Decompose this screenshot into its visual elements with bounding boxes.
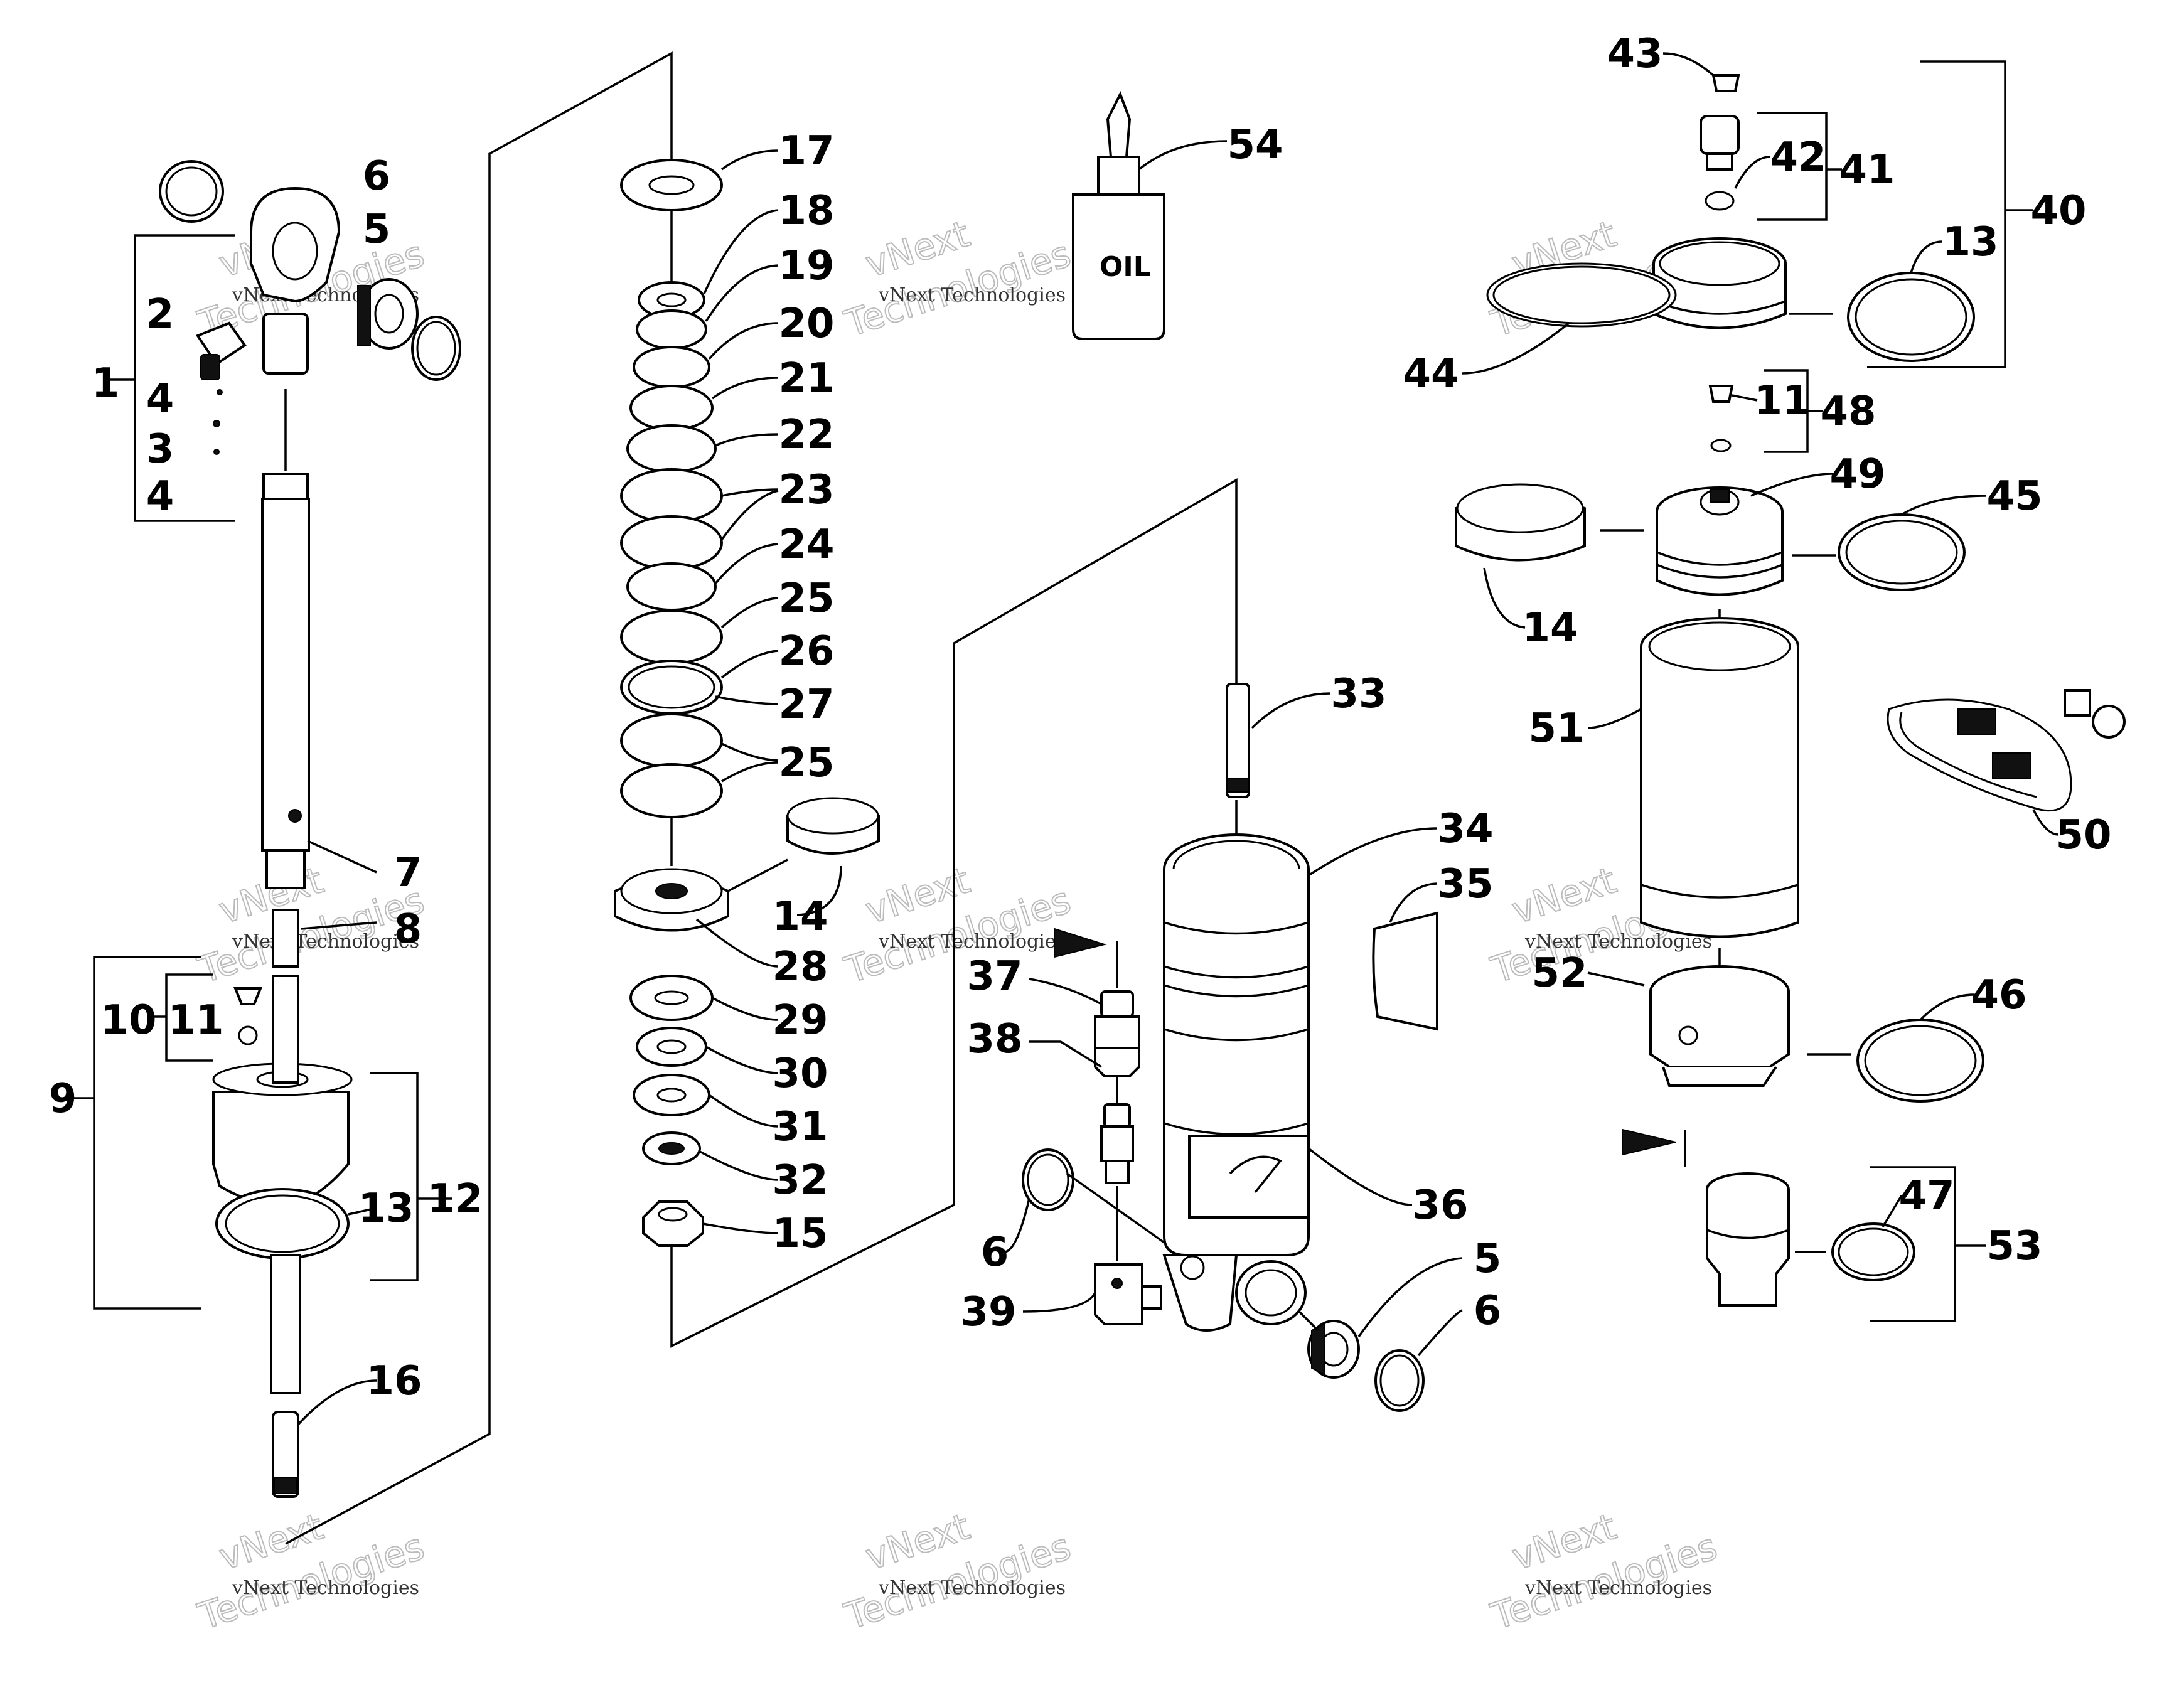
watermark-line1: vNext Technologies (1524, 1577, 1712, 1599)
part-callout-21: 21 (778, 355, 834, 402)
oil-bottle-icon (1106, 91, 1132, 158)
bump-stop-icon (1372, 911, 1438, 1031)
part-callout-46: 46 (1971, 972, 2026, 1019)
part-callout-28: 28 (772, 944, 828, 990)
part-callout-13: 13 (358, 1185, 414, 1232)
compression-valve-icon (1706, 1189, 1790, 1307)
part-callout-22: 22 (778, 412, 834, 458)
valve-icon (1100, 990, 1134, 1018)
part-callout-12: 12 (427, 1176, 483, 1222)
part-callout-30: 30 (772, 1051, 828, 1097)
part-callout-13: 13 (1942, 219, 1998, 265)
part-callout-26: 26 (778, 628, 834, 675)
part-callout-53: 53 (1986, 1223, 2042, 1270)
watermark-line1: vNext Technologies (232, 1577, 419, 1599)
oil-bottle: OIL (1072, 91, 1228, 340)
part-callout-37: 37 (966, 953, 1022, 1000)
valve-core-icon (1700, 115, 1740, 155)
part-callout-38: 38 (966, 1016, 1022, 1062)
part-callout-45: 45 (1986, 473, 2042, 520)
part-callout-20: 20 (778, 301, 834, 347)
part-callout-35: 35 (1437, 861, 1493, 907)
nut-icon (642, 1200, 704, 1247)
part-callout-6: 6 (363, 153, 391, 200)
part-callout-6: 6 (1474, 1288, 1502, 1334)
part-callout-34: 34 (1437, 806, 1493, 852)
part-callout-43: 43 (1607, 31, 1662, 77)
part-callout-4: 4 (146, 473, 174, 520)
part-callout-6: 6 (981, 1229, 1009, 1276)
pin-icon (272, 1411, 299, 1498)
watermark-line1: vNext Technologies (232, 931, 419, 953)
part-callout-11: 11 (1754, 378, 1810, 424)
part-callout-49: 49 (1829, 451, 1885, 498)
decal-icon (1188, 1135, 1310, 1219)
part-callout-39: 39 (960, 1289, 1016, 1335)
part-callout-32: 32 (772, 1157, 828, 1204)
part-callout-8: 8 (394, 906, 422, 953)
part-callout-7: 7 (394, 850, 422, 896)
fitting-icon (1094, 1263, 1143, 1325)
part-callout-14: 14 (772, 894, 828, 940)
part-callout-40: 40 (2030, 188, 2086, 234)
part-callout-51: 51 (1528, 705, 1584, 752)
part-callout-50: 50 (2055, 812, 2111, 858)
part-callout-42: 42 (1770, 134, 1826, 181)
part-callout-29: 29 (772, 997, 828, 1044)
piston-body-icon (212, 1091, 350, 1207)
part-callout-25: 25 (778, 740, 834, 786)
watermark-line1: vNext Technologies (878, 284, 1066, 306)
part-callout-27: 27 (778, 682, 834, 728)
part-callout-17: 17 (778, 128, 834, 174)
part-callout-24: 24 (778, 521, 834, 568)
part-callout-15: 15 (772, 1211, 828, 1257)
part-callout-14: 14 (1522, 605, 1578, 651)
hose-clamp-icon (1887, 698, 2072, 812)
assembly-connector-lines (285, 51, 1238, 1545)
reservoir-tube-icon (1640, 646, 1799, 938)
part-callout-18: 18 (778, 188, 834, 234)
part-callout-5: 5 (1474, 1236, 1502, 1282)
part-callout-44: 44 (1403, 351, 1459, 397)
reservoir-assembly (1455, 52, 2126, 1322)
piston-shaft-icon (261, 498, 310, 852)
part-callout-19: 19 (778, 243, 834, 289)
part-callout-9: 9 (49, 1076, 77, 1122)
oil-label: OIL (1100, 251, 1151, 283)
shaft-thread-icon (262, 473, 309, 500)
part-callout-31: 31 (772, 1104, 828, 1150)
part-callout-25: 25 (778, 575, 834, 622)
part-callout-10: 10 (100, 997, 156, 1044)
shaft-assembly (63, 160, 461, 1498)
part-callout-4: 4 (146, 376, 174, 422)
watermark-line1: vNext Technologies (878, 1577, 1066, 1599)
part-callout-5: 5 (363, 206, 391, 253)
shim-stack (614, 149, 880, 1247)
shock-body-assembly (1004, 683, 1463, 1412)
part-callout-47: 47 (1898, 1173, 1954, 1219)
part-callout-3: 3 (146, 426, 174, 473)
part-callout-2: 2 (146, 291, 174, 338)
part-callout-54: 54 (1227, 122, 1283, 168)
part-callout-1: 1 (92, 360, 120, 407)
part-callout-48: 48 (1820, 388, 1876, 435)
part-callout-16: 16 (366, 1358, 422, 1404)
part-callout-11: 11 (168, 997, 223, 1044)
part-callout-52: 52 (1531, 950, 1587, 997)
watermark-line1: vNext Technologies (878, 931, 1066, 953)
part-callout-36: 36 (1412, 1182, 1468, 1229)
part-callout-41: 41 (1839, 147, 1895, 193)
part-callout-33: 33 (1330, 671, 1386, 717)
watermarks: vNext Technologies vNext Technologies vN… (193, 211, 1723, 1639)
part-callout-23: 23 (778, 467, 834, 513)
